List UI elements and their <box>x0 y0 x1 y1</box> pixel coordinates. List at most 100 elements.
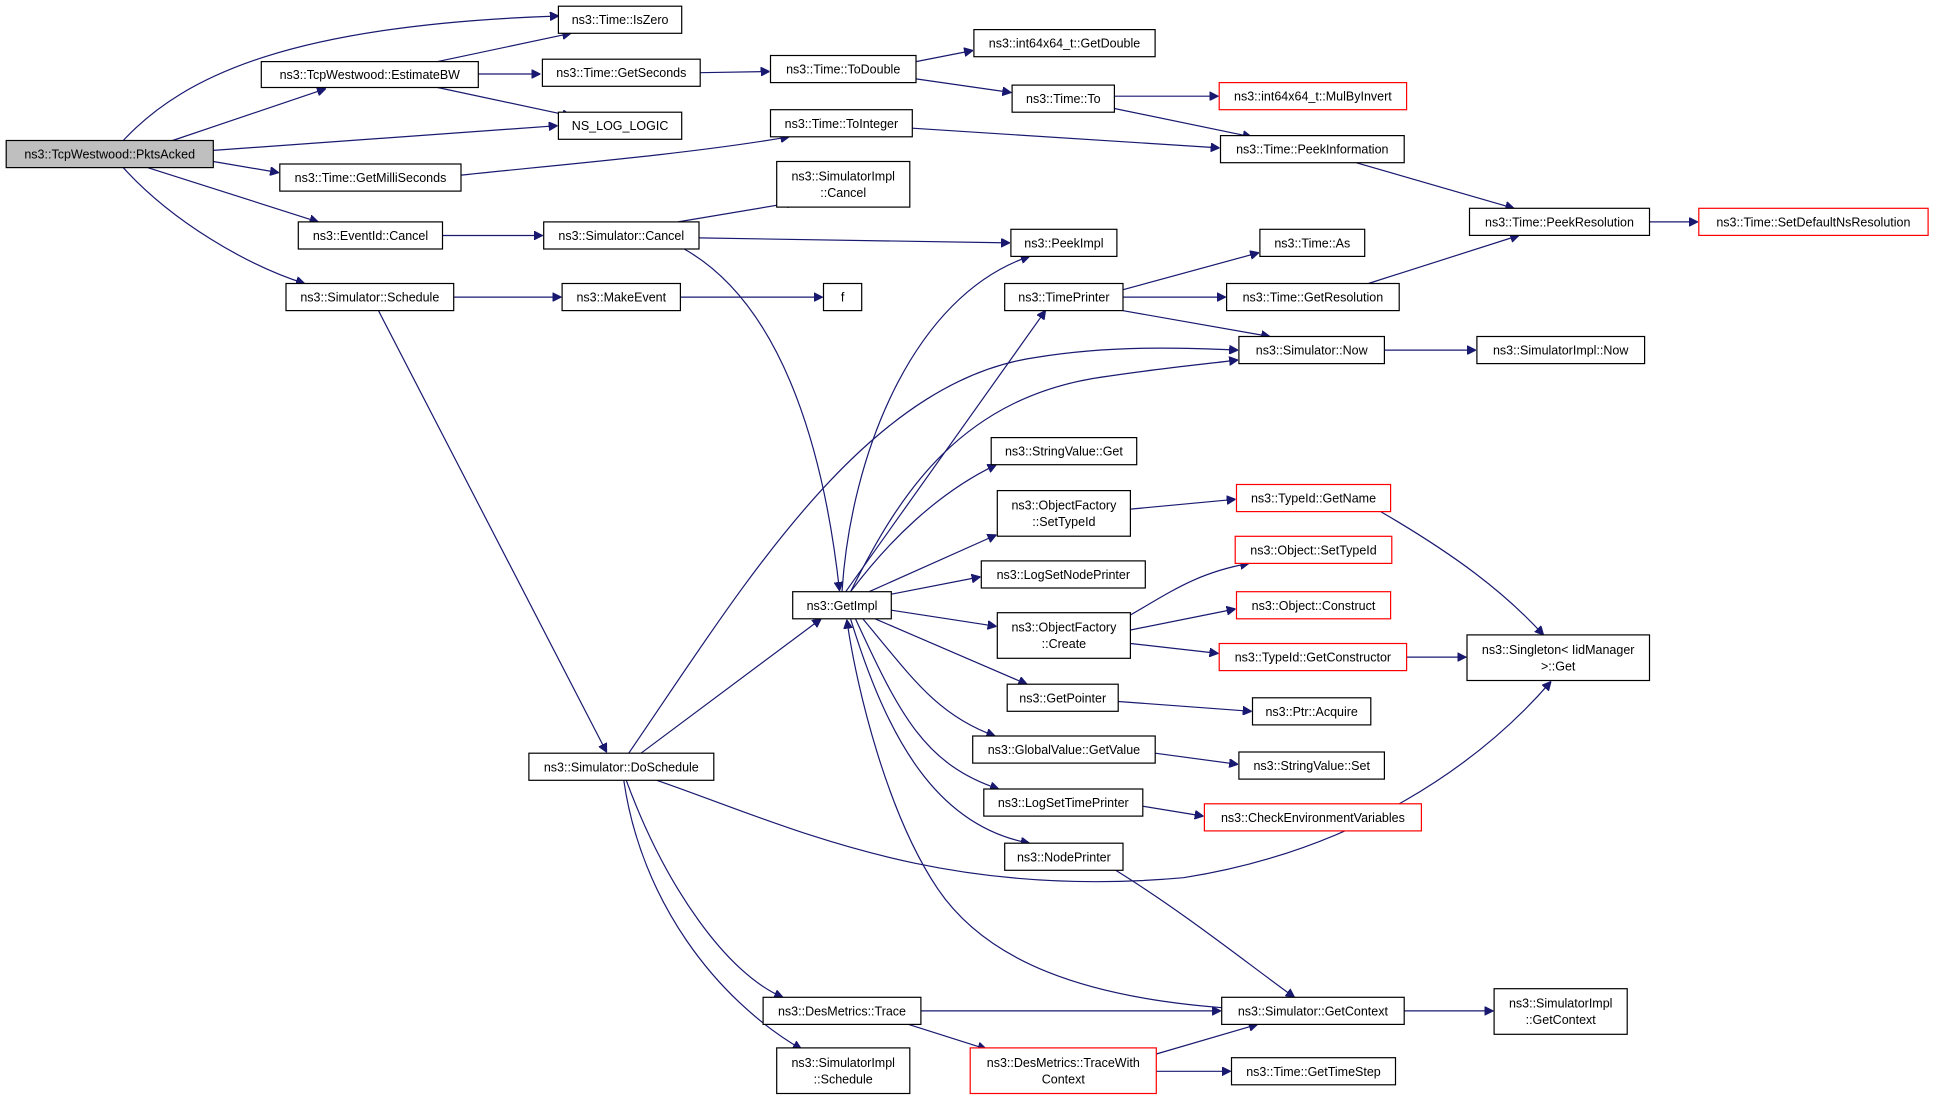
node-box <box>1698 207 1929 237</box>
node-box <box>1006 683 1119 712</box>
node-gettimestep[interactable]: ns3::Time::GetTimeStep <box>1230 1057 1397 1086</box>
node-label: ns3::GetImpl <box>807 599 878 613</box>
node-label: ns3::LogSetTimePrinter <box>998 796 1129 810</box>
edge-simschedule-to-doschedule <box>377 310 607 752</box>
node-getseconds[interactable]: ns3::Time::GetSeconds <box>541 58 701 87</box>
node-simimplschedule[interactable]: ns3::SimulatorImpl::Schedule <box>776 1047 911 1095</box>
node-peekresolution[interactable]: ns3::Time::PeekResolution <box>1468 207 1651 237</box>
edge-desmetricstrace-to-tracewithcontext <box>908 1023 987 1049</box>
node-stringvalueget[interactable]: ns3::StringValue::Get <box>990 437 1138 466</box>
node-label: ns3::TypeId::GetName <box>1251 492 1376 506</box>
edge-logsettimeprinter-to-checkenv <box>1142 805 1203 816</box>
node-typeidgetname[interactable]: ns3::TypeId::GetName <box>1235 483 1392 513</box>
node-gvgetvalue[interactable]: ns3::GlobalValue::GetValue <box>972 735 1156 764</box>
node-box <box>285 282 455 312</box>
node-getpointer[interactable]: ns3::GetPointer <box>1006 683 1119 712</box>
node-label: ns3::DesMetrics::Trace <box>778 1004 906 1018</box>
node-stringvalueset[interactable]: ns3::StringValue::Set <box>1238 751 1386 780</box>
node-simcancel[interactable]: ns3::Simulator::Cancel <box>543 221 700 250</box>
node-box <box>1218 81 1408 111</box>
node-logsettimeprinter[interactable]: ns3::LogSetTimePrinter <box>983 788 1144 817</box>
node-label: ns3::TcpWestwood::EstimateBW <box>280 68 461 82</box>
node-doschedule[interactable]: ns3::Simulator::DoSchedule <box>528 752 715 781</box>
node-box <box>769 109 913 138</box>
node-label: ns3::ObjectFactory <box>1011 621 1117 635</box>
node-label: ns3::Singleton< IidManager <box>1482 643 1635 657</box>
node-f[interactable]: f <box>822 282 863 312</box>
node-label: ns3::PeekImpl <box>1024 236 1103 250</box>
node-label: ns3::EventId::Cancel <box>313 229 428 243</box>
node-makeevent[interactable]: ns3::MakeEvent <box>561 282 681 312</box>
node-simschedule[interactable]: ns3::Simulator::Schedule <box>285 282 455 312</box>
node-label: ns3::int64x64_t::MulByInvert <box>1234 90 1392 104</box>
node-nsloglogic[interactable]: NS_LOG_LOGIC <box>557 111 683 140</box>
node-simimplnow[interactable]: ns3::SimulatorImpl::Now <box>1476 335 1646 365</box>
edge-todouble-to-getdouble <box>915 51 973 63</box>
node-objconstruct[interactable]: ns3::Object::Construct <box>1235 591 1392 620</box>
edge-pktsacked-to-getmilliseconds <box>213 160 278 173</box>
edge-pktsacked-to-simschedule <box>122 167 304 284</box>
node-peekinformation[interactable]: ns3::Time::PeekInformation <box>1219 135 1405 164</box>
node-timeas[interactable]: ns3::Time::As <box>1259 228 1366 258</box>
node-getdouble[interactable]: ns3::int64x64_t::GetDouble <box>973 29 1156 58</box>
node-timeprinter[interactable]: ns3::TimePrinter <box>1004 282 1124 312</box>
node-ofsettypeid[interactable]: ns3::ObjectFactory::SetTypeId <box>996 490 1131 537</box>
node-label: ::GetContext <box>1526 1013 1597 1027</box>
node-tointeger[interactable]: ns3::Time::ToInteger <box>769 109 913 138</box>
node-pktsacked[interactable]: ns3::TcpWestwood::PktsAcked <box>5 139 214 169</box>
node-box <box>1235 483 1392 513</box>
node-checkenv[interactable]: ns3::CheckEnvironmentVariables <box>1203 803 1423 832</box>
node-box <box>792 591 892 620</box>
node-label: ns3::Simulator::Cancel <box>558 229 684 243</box>
node-peekimpl[interactable]: ns3::PeekImpl <box>1010 228 1118 258</box>
node-box <box>973 29 1156 58</box>
edge-ofsettypeid-to-typeidgetname <box>1130 499 1236 510</box>
node-objsettypeid[interactable]: ns3::Object::SetTypeId <box>1234 535 1393 564</box>
node-getimpl[interactable]: ns3::GetImpl <box>792 591 892 620</box>
node-typeidgetconstructor[interactable]: ns3::TypeId::GetConstructor <box>1218 642 1408 672</box>
node-ofcreate[interactable]: ns3::ObjectFactory::Create <box>996 612 1131 659</box>
node-simgetcontext[interactable]: ns3::Simulator::GetContext <box>1221 996 1405 1025</box>
node-box <box>996 612 1131 659</box>
edge-doschedule-to-simimplschedule <box>623 780 802 1049</box>
edge-gvgetvalue-to-stringvalueset <box>1155 752 1238 764</box>
edge-getmilliseconds-to-tointeger <box>461 137 789 176</box>
node-box <box>990 437 1138 466</box>
edge-getimpl-to-nodeprinter <box>850 618 1030 843</box>
node-getmilliseconds[interactable]: ns3::Time::GetMilliSeconds <box>279 163 462 192</box>
node-mulbyinvert[interactable]: ns3::int64x64_t::MulByInvert <box>1218 81 1408 111</box>
node-label: >::Get <box>1541 659 1576 673</box>
node-label: ::SetTypeId <box>1032 515 1095 529</box>
node-label: ns3::Time::GetMilliSeconds <box>295 171 447 185</box>
node-iszero[interactable]: ns3::Time::IsZero <box>557 5 683 34</box>
edge-doschedule-to-desmetricstrace <box>625 780 783 997</box>
node-label: ns3::StringValue::Set <box>1253 759 1370 773</box>
node-nodeprinter[interactable]: ns3::NodePrinter <box>1004 842 1124 871</box>
node-box <box>528 752 715 781</box>
node-setdefaultnsres[interactable]: ns3::Time::SetDefaultNsResolution <box>1698 207 1929 237</box>
node-singletonget[interactable]: ns3::Singleton< IidManager>::Get <box>1466 634 1651 682</box>
node-logsetnodeprinter[interactable]: ns3::LogSetNodePrinter <box>980 560 1146 589</box>
node-eventidcancel[interactable]: ns3::EventId::Cancel <box>297 221 444 250</box>
node-simimplgetcontext[interactable]: ns3::SimulatorImpl::GetContext <box>1493 988 1628 1035</box>
node-estimatebw[interactable]: ns3::TcpWestwood::EstimateBW <box>260 60 479 89</box>
node-simimplcancel[interactable]: ns3::SimulatorImpl::Cancel <box>776 160 911 208</box>
node-box <box>1259 228 1366 258</box>
node-box <box>1004 842 1124 871</box>
edge-pktsacked-to-eventidcancel <box>147 167 318 222</box>
node-label: ns3::DesMetrics::TraceWith <box>987 1056 1140 1070</box>
node-to[interactable]: ns3::Time::To <box>1011 84 1115 113</box>
node-desmetricstrace[interactable]: ns3::DesMetrics::Trace <box>762 996 922 1025</box>
node-box <box>822 282 863 312</box>
edge-estimatebw-to-nsloglogic <box>437 86 571 116</box>
node-label: ns3::TypeId::GetConstructor <box>1235 651 1391 665</box>
node-ptracquire[interactable]: ns3::Ptr::Acquire <box>1251 697 1372 726</box>
edge-pktsacked-to-estimatebw <box>172 89 326 142</box>
node-todouble[interactable]: ns3::Time::ToDouble <box>769 54 917 84</box>
node-box <box>1221 996 1405 1025</box>
node-label: ns3::Object::Construct <box>1252 599 1376 613</box>
node-getresolution[interactable]: ns3::Time::GetResolution <box>1225 282 1400 312</box>
node-simnow[interactable]: ns3::Simulator::Now <box>1238 335 1386 365</box>
